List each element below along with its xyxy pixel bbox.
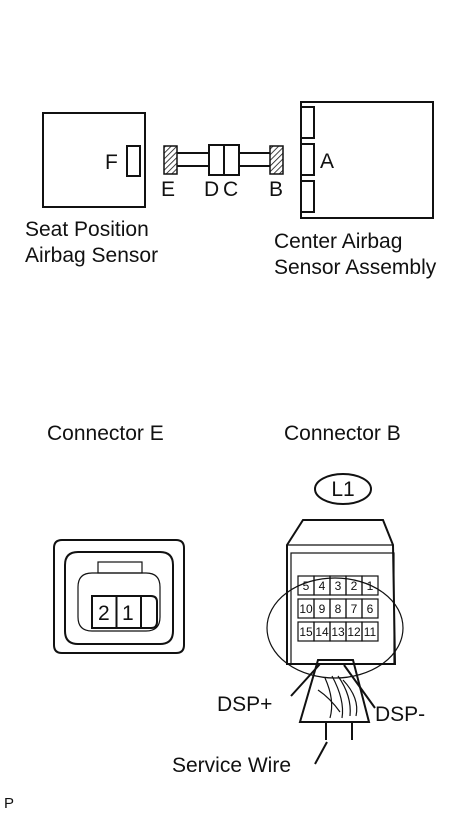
connector-b-pin-label: 10 [299,602,313,616]
service-wire-label: Service Wire [172,754,291,777]
connector-d-shape [208,144,225,176]
connector-f-label: F [105,151,118,174]
seat-sensor-box [42,112,146,208]
connector-b-pin-label: 7 [351,602,358,616]
connector-b-pin-label: 9 [319,602,326,616]
seat-sensor-label-2: Airbag Sensor [25,244,158,267]
connector-c-letter: C [223,178,238,201]
connector-e-pin-1: 1 [122,602,134,625]
center-sensor-label-2: Sensor Assembly [274,256,437,279]
connector-b-pin-label: 8 [335,602,342,616]
connector-b-pin-label: 12 [347,625,361,639]
connector-b-face [266,519,404,679]
dsp-plus-label: DSP+ [217,693,272,716]
connector-e-pin-2: 2 [98,602,110,625]
connector-b-pin-label: 15 [299,625,313,639]
connector-e-shape [163,145,178,175]
connector-e-letter: E [161,178,175,201]
connector-b-pin-label: 5 [303,579,310,593]
connector-b-pin-label: 13 [331,625,345,639]
dsp-plus-leader [290,663,321,697]
connector-c-shape [223,144,240,176]
connector-b-pin-label: 11 [364,625,377,639]
connector-b-pin-label: 4 [319,579,326,593]
connector-b-pin-label: 2 [351,579,358,593]
connector-e-title: Connector E [47,422,164,445]
center-sensor-port-2 [300,143,315,176]
connector-b-pin-label: 6 [367,602,374,616]
dsp-minus-leader [343,664,376,709]
l1-badge-label: L1 [331,478,354,501]
center-sensor-label-1: Center Airbag [274,230,402,253]
dsp-minus-label: DSP- [375,703,425,726]
center-sensor-port-3 [300,180,315,213]
connector-b-pin-cell [361,621,379,642]
connector-e-face [53,539,185,654]
connector-b-letter: B [269,178,283,201]
connector-b-shape [269,145,284,175]
connector-b-pin-label: 1 [367,579,374,593]
connector-b-title: Connector B [284,422,401,445]
connector-b-pin-cell [361,575,379,596]
footer-mark: P [4,795,14,812]
connector-b-pin-cell [361,598,379,619]
l1-badge [314,473,372,505]
connector-b-pin-label: 3 [335,579,342,593]
connector-a-label: A [320,150,334,173]
service-wire-harness [298,659,371,765]
seat-sensor-port [126,145,141,177]
connector-b-pin-label: 14 [315,625,329,639]
connector-d-letter: D [204,178,219,201]
seat-sensor-label-1: Seat Position [25,218,149,241]
center-sensor-port-1 [300,106,315,139]
